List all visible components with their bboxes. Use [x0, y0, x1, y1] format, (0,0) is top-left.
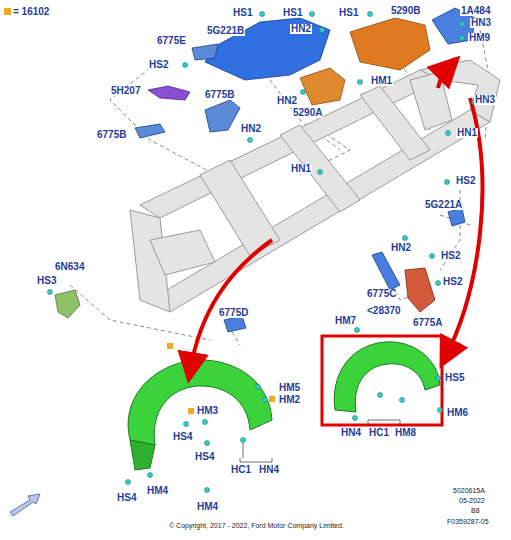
callout-number: HS2 — [440, 251, 461, 261]
bracket-6775B — [205, 100, 240, 132]
callout-number: HS2 — [148, 60, 169, 70]
note-text: B8 — [470, 507, 481, 514]
callout-number: HS1 — [282, 8, 303, 18]
callout-number: HS5 — [444, 373, 465, 383]
shield-5290A — [300, 68, 345, 105]
callout-number: HN3 — [474, 95, 496, 105]
callout-number: HM3 — [196, 406, 219, 416]
callout-number: HM7 — [334, 316, 357, 326]
frame — [130, 60, 500, 312]
mark-16102 — [167, 343, 173, 349]
view-arrow — [10, 494, 40, 516]
legend-swatch — [4, 8, 11, 15]
callout-number: HS1 — [338, 8, 359, 18]
callout-number: HC1 — [368, 428, 390, 438]
bracket-6775C — [372, 252, 400, 290]
callout-number: HN2 — [290, 24, 312, 34]
bracket-6775D — [224, 316, 246, 332]
callout-number: 6N634 — [54, 262, 85, 272]
bracket-6775E — [192, 44, 218, 60]
fender-liner — [128, 360, 272, 445]
callout-number: HM1 — [370, 76, 393, 86]
callout-number: HM2 — [278, 395, 301, 405]
callout-ticks — [240, 420, 400, 462]
callout-number: HS4 — [194, 452, 215, 462]
highlight-box — [322, 336, 442, 425]
callout-number: 6775C — [366, 289, 397, 299]
callout-number: HN2 — [390, 243, 412, 253]
callout-number: HN1 — [290, 164, 312, 174]
bracket-6775A — [405, 268, 435, 312]
callout-number: HN1 — [456, 128, 478, 138]
callout-number: HS4 — [116, 493, 137, 503]
bracket-5H207 — [148, 86, 190, 100]
callout-number: 6775E — [156, 36, 187, 46]
callout-number: 6775D — [218, 308, 249, 318]
callout-number: HM9 — [468, 33, 491, 43]
callout-number: HN2 — [276, 96, 298, 106]
shield-5290B — [350, 18, 430, 70]
callout-number: 5G221B — [206, 26, 245, 36]
fender-liner — [130, 440, 155, 470]
note-text: F0359287-05 — [446, 518, 490, 525]
legend-row: = 16102 — [4, 6, 49, 17]
callout-number: HN3 — [470, 18, 492, 28]
callout-number: 5G221A — [424, 200, 463, 210]
callout-number: HC1 — [230, 465, 252, 475]
callout-number: 5H207 — [110, 86, 141, 96]
note-text: © Copyright, 2017 - 2022, Ford Motor Com… — [168, 522, 345, 529]
callout-number: <28370 — [366, 306, 402, 316]
red-arrow — [190, 240, 272, 372]
callout-number: HM5 — [278, 383, 301, 393]
callout-number: HM4 — [146, 486, 169, 496]
red-arrow — [445, 98, 482, 358]
note-text: 05-2022 — [458, 497, 486, 504]
callout-number: 5290A — [292, 108, 323, 118]
note-text: 5020615A — [452, 487, 486, 494]
callout-number: HS3 — [36, 276, 57, 286]
callout-number: HS2 — [442, 277, 463, 287]
fender-liner-28370 — [334, 342, 440, 412]
shield-5G221B — [205, 18, 330, 80]
bracket-6N634 — [55, 290, 80, 318]
callout-number: 1A484 — [460, 6, 491, 16]
red-arrow — [438, 64, 452, 88]
mark-16102 — [188, 408, 194, 414]
bracket-6775B — [135, 124, 165, 138]
callout-number: 5290B — [390, 6, 421, 16]
callout-number: HS2 — [455, 176, 476, 186]
legend-text: = 16102 — [13, 6, 49, 17]
callout-number: HS1 — [232, 8, 253, 18]
callout-number: 6775A — [412, 318, 443, 328]
callout-number: HM4 — [196, 502, 219, 512]
callout-number: HM6 — [446, 408, 469, 418]
callout-number: 6775B — [96, 130, 127, 140]
leader-lines — [70, 30, 490, 345]
mark-16102 — [269, 396, 275, 402]
fasteners — [48, 12, 477, 493]
callout-number: HM8 — [394, 428, 417, 438]
callout-number: HN4 — [258, 465, 280, 475]
callout-number: HN4 — [340, 428, 362, 438]
callout-number: HN2 — [240, 124, 262, 134]
bracket-5G221A — [448, 208, 465, 226]
callout-number: 6775B — [204, 90, 235, 100]
callout-number: HS4 — [172, 432, 193, 442]
